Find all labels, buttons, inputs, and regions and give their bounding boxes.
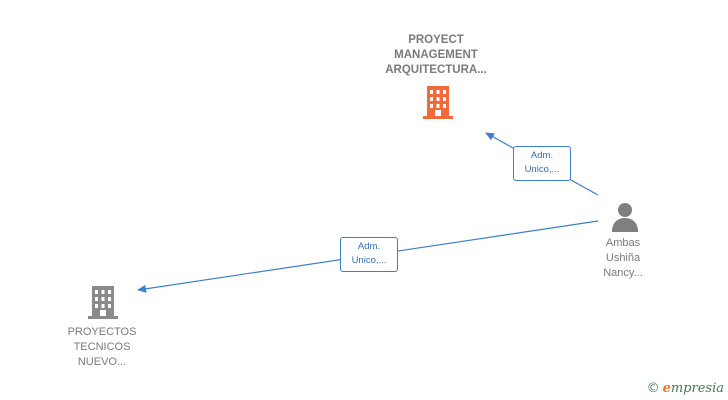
person-line-1: Ambas [605, 237, 641, 249]
brand-initial: e [662, 381, 671, 396]
company-main-label[interactable]: PROYECT MANAGEMENT ARQUITECTURA... [366, 33, 506, 78]
person-icon[interactable] [609, 201, 641, 233]
edge-label-line-2: Unico,... [524, 164, 560, 175]
brand-logo: ©empresia [647, 381, 724, 396]
company-other-line-3: NUEVO... [77, 356, 127, 368]
person-line-3: Nancy... [603, 267, 643, 279]
company-other-label[interactable]: PROYECTOS TECNICOS NUEVO... [42, 325, 162, 370]
edge-label-company-other[interactable]: Adm. Unico,... [340, 237, 398, 272]
edge-label-line-1: Adm. [357, 241, 381, 252]
company-main-line-2: MANAGEMENT [394, 49, 478, 61]
company-main-line-1: PROYECT [408, 34, 464, 46]
person-line-2: Ushiña [605, 252, 641, 264]
building-icon[interactable] [421, 84, 455, 120]
building-icon[interactable] [86, 284, 120, 320]
company-main-line-3: ARQUITECTURA... [385, 64, 487, 76]
edge-label-line-2: Unico,... [351, 255, 387, 266]
copyright-icon: © [646, 381, 660, 396]
company-other-line-2: TECNICOS [73, 341, 131, 353]
edge-label-company-main[interactable]: Adm. Unico,... [513, 146, 571, 181]
edge-label-line-1: Adm. [530, 150, 554, 161]
person-label[interactable]: Ambas Ushiña Nancy... [583, 236, 663, 281]
brand-rest: mpresia [670, 381, 724, 396]
company-other-line-1: PROYECTOS [67, 326, 137, 338]
